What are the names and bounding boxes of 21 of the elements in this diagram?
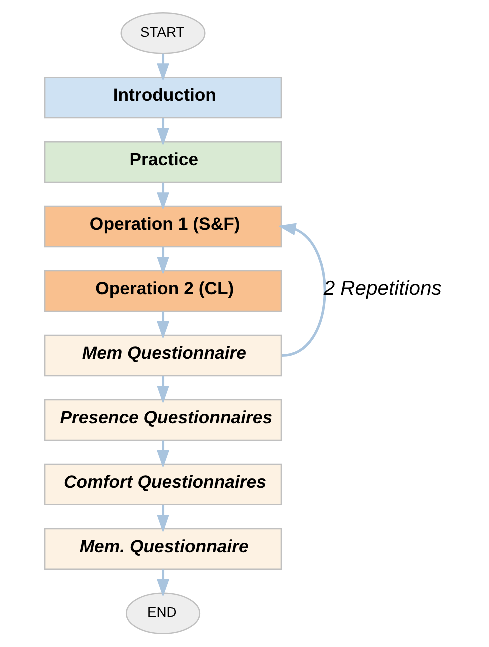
node-box: Operation 1 (S&F): [44, 206, 282, 248]
node-box: Presence Questionnaires: [44, 399, 282, 442]
node-box: Introduction: [44, 76, 282, 119]
node-box: Operation 2 (CL): [44, 270, 282, 312]
node-box: Practice: [44, 141, 282, 184]
node-box: Mem Questionnaire: [44, 334, 282, 377]
arrow: [157, 440, 170, 468]
node-ellipse: END: [126, 592, 201, 635]
arrow: [278, 223, 326, 357]
arrow: [157, 570, 170, 598]
arrow: [157, 376, 170, 404]
arrow: [157, 247, 170, 275]
node-box: Mem. Questionnaire: [44, 528, 282, 570]
edge-label: 2 Repetitions: [324, 278, 442, 300]
arrow: [157, 505, 170, 533]
arrow: [157, 312, 170, 340]
arrow: [157, 182, 170, 210]
node-ellipse: START: [120, 12, 206, 54]
arrow: [157, 54, 170, 82]
arrow: [157, 118, 170, 146]
node-box: Comfort Questionnaires: [44, 464, 282, 506]
